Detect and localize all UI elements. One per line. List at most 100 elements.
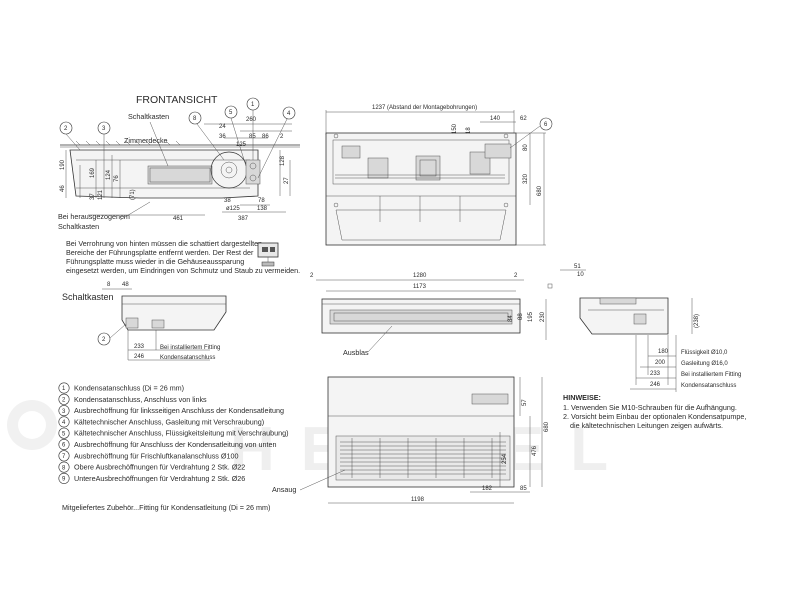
label-fitting-left: Bei installiertem Fitting bbox=[160, 345, 220, 351]
note-line-1: Bei Verrohrung von hinten müssen die sch… bbox=[66, 239, 262, 248]
dim-200: 200 bbox=[655, 360, 666, 366]
dim-1237: 1237 (Abstand der Montagebohrungen) bbox=[372, 105, 477, 111]
dim-27: 27 bbox=[284, 177, 290, 184]
callout-6: 6 bbox=[509, 117, 553, 149]
legend-text: Kondensatanschluss (Di = 26 mm) bbox=[74, 384, 184, 393]
callout-1: 1 bbox=[246, 97, 260, 160]
legend-number-circle bbox=[58, 472, 70, 484]
dim-62: 62 bbox=[520, 116, 527, 122]
schaltkasten-view: Schaltkasten 8 48 233 246 Bei installier… bbox=[62, 282, 227, 361]
svg-text:5: 5 bbox=[229, 110, 233, 116]
dim-2-left: 2 bbox=[310, 273, 314, 279]
dim-57: 57 bbox=[522, 399, 528, 406]
dim-150: 150 bbox=[452, 123, 458, 134]
legend-item: 1 Kondensatanschluss (Di = 26 mm) bbox=[58, 382, 184, 394]
bottom-view: 57 680 476 254 182 85 1198 Ansaug bbox=[272, 376, 550, 504]
label-kondens-left: Kondensatanschluss bbox=[160, 355, 215, 361]
dim-78: 78 bbox=[258, 198, 265, 204]
dim-36: 36 bbox=[219, 134, 226, 140]
dim-320: 320 bbox=[523, 173, 529, 184]
label-ausblas: Ausblas bbox=[343, 348, 369, 357]
dim-182: 182 bbox=[482, 486, 493, 492]
guide-plate-icon bbox=[257, 242, 279, 267]
legend-number-circle bbox=[58, 427, 70, 439]
intake-grille bbox=[340, 438, 506, 478]
legend-number: 5 bbox=[62, 431, 66, 437]
label-herausgezogen-2: Schaltkasten bbox=[58, 222, 99, 231]
label-fluessigkeit: Flüssigkeit Ø10,0 bbox=[681, 350, 728, 356]
dim-169: 169 bbox=[90, 167, 96, 178]
callout-2-schaltkasten: 2 bbox=[97, 323, 127, 346]
dim-125-dia: ø125 bbox=[226, 206, 240, 212]
legend-number: 9 bbox=[62, 477, 66, 483]
svg-text:1: 1 bbox=[251, 102, 255, 108]
label-gasleitung: Gasleitung Ø16,0 bbox=[681, 361, 728, 367]
hinweise: HINWEISE: 1. Verwenden Sie M10-Schrauben… bbox=[563, 393, 746, 430]
dim-1198: 1198 bbox=[411, 497, 425, 503]
legend-item: 7 Ausbrechöffnung für Frischluftkanalansc… bbox=[58, 450, 238, 462]
dim-18: 18 bbox=[466, 127, 472, 134]
top-view: 1237 (Abstand der Montagebohrungen) 140 … bbox=[325, 105, 553, 246]
dim-1173: 1173 bbox=[413, 284, 427, 290]
legend-extra: Mitgeliefertes Zubehör...Fitting für Kon… bbox=[62, 503, 270, 512]
note-line-2: Bereiche der Führungsplatte entfernt wer… bbox=[66, 248, 254, 257]
legend-text: Ausbrechöffnung für Frischluftkanalansch… bbox=[74, 451, 238, 460]
legend-number-circle bbox=[58, 393, 70, 405]
dim-230: 230 bbox=[540, 311, 546, 322]
label-schaltkasten: Schaltkasten bbox=[128, 112, 169, 121]
dim-128: 128 bbox=[280, 155, 286, 166]
legend-number-circle bbox=[58, 438, 70, 450]
page-title: FRONTANSICHT bbox=[136, 94, 218, 106]
dim-76: 76 bbox=[114, 175, 120, 182]
dim-476: 476 bbox=[532, 445, 538, 456]
legend-item: 9 UntereAusbrechöffnungen für Verdrahtung… bbox=[58, 472, 245, 484]
dim-233-right: 233 bbox=[650, 371, 661, 377]
label-kondens-right: Kondensatanschluss bbox=[681, 383, 736, 389]
svg-text:8: 8 bbox=[193, 116, 197, 122]
hinweise-line-2: 2. Vorsicht beim Einbau der optionalen K… bbox=[563, 412, 746, 421]
legend-number-circle bbox=[58, 382, 70, 394]
dim-24: 24 bbox=[219, 124, 226, 130]
dim-1280: 1280 bbox=[413, 273, 427, 279]
dim-88: 88 bbox=[518, 313, 524, 320]
dim-10: 10 bbox=[577, 272, 584, 278]
legend-text: Kältetechnischer Anschluss, Gasleitung m… bbox=[74, 417, 264, 426]
dim-260: 260 bbox=[246, 117, 257, 123]
side-view-right: 51 10 (238) 180 200 233 246 Flüssigkeit … bbox=[547, 264, 741, 392]
label-ansaug: Ansaug bbox=[272, 485, 296, 494]
legend-number-circle bbox=[58, 450, 70, 462]
dim-387: 387 bbox=[238, 216, 249, 222]
dim-71: (71) bbox=[130, 189, 136, 200]
callout-3: 3 bbox=[97, 121, 111, 150]
dim-461: 461 bbox=[173, 216, 184, 222]
legend-text: UntereAusbrechöffnungen für Verdrahtung … bbox=[74, 474, 245, 483]
dim-233-left: 233 bbox=[134, 344, 145, 350]
legend-text: Kältetechnischer Anschluss, Flüssigkeits… bbox=[74, 429, 289, 438]
hinweise-title: HINWEISE: bbox=[563, 393, 601, 402]
legend-number: 8 bbox=[62, 465, 66, 471]
legend-number: 1 bbox=[62, 386, 66, 392]
dim-246-right: 246 bbox=[650, 382, 661, 388]
legend-number: 7 bbox=[62, 454, 66, 460]
dim-254: 254 bbox=[502, 453, 508, 464]
dim-125: 125 bbox=[236, 142, 247, 148]
dim-195: 195 bbox=[528, 311, 534, 322]
dim-85: 85 bbox=[249, 134, 256, 140]
legend-number-circle bbox=[58, 461, 70, 473]
legend-number: 4 bbox=[62, 420, 66, 426]
dim-46: 46 bbox=[60, 185, 66, 192]
svg-text:2: 2 bbox=[102, 337, 106, 343]
label-fitting-right: Bei installiertem Fitting bbox=[681, 372, 741, 378]
front-small-view: 2 2 1280 1173 84 88 195 230 Ausblas bbox=[310, 273, 547, 357]
dim-37: 37 bbox=[90, 193, 96, 200]
legend-text: Ausbrechöffnung für Anschluss der Konden… bbox=[74, 440, 276, 449]
legend-item: 4 Kältetechnischer Anschluss, Gasleitung … bbox=[58, 416, 264, 428]
legend-number: 6 bbox=[62, 443, 66, 449]
svg-text:4: 4 bbox=[287, 111, 291, 117]
svg-text:3: 3 bbox=[102, 126, 106, 132]
svg-text:6: 6 bbox=[544, 122, 548, 128]
